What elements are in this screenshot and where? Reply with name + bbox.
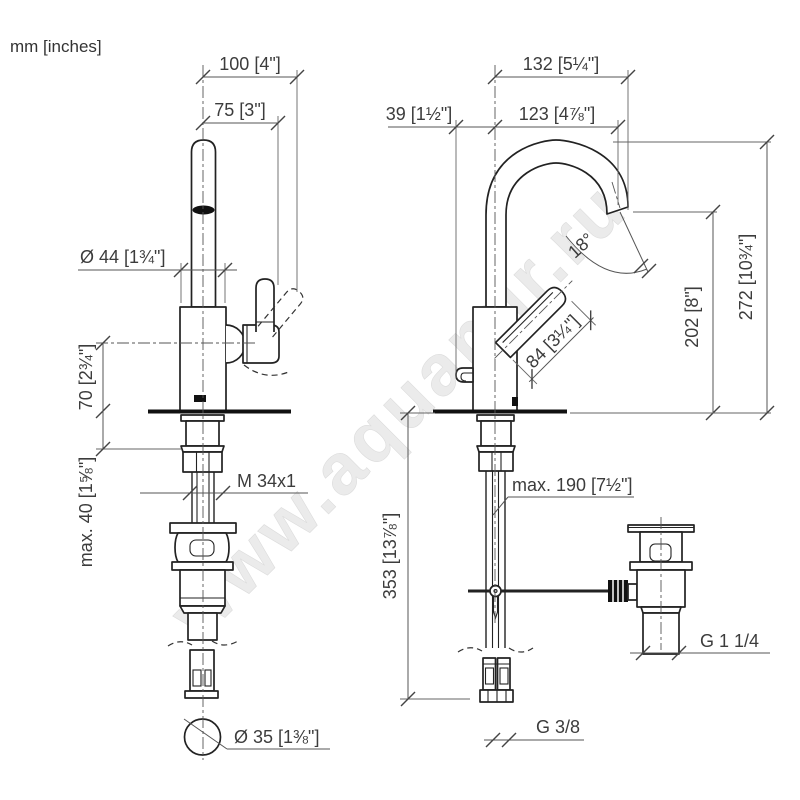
dim-label-reach-outlet: 123 [4⅞"] (519, 104, 595, 124)
dim-drain-thread: G 1 1/4 (630, 631, 770, 661)
front-faucet-body (179, 139, 304, 412)
side-drain-assembly (608, 517, 695, 655)
front-handle-knob (255, 278, 275, 332)
dim-label-drain-thread: G 1 1/4 (700, 631, 759, 651)
side-flare (476, 445, 516, 453)
front-below-deck (167, 414, 239, 756)
front-dimensions: 100 [4"] 75 [3"] Ø 44 [1¾"] 70 [2¾"] (76, 54, 330, 750)
front-threaded-tube (191, 472, 215, 523)
side-view: 84 [3¼"] (380, 54, 775, 748)
dim-height-total: 272 [10¾"] (570, 134, 775, 421)
front-view: 100 [4"] 75 [3"] Ø 44 [1¾"] 70 [2¾"] (76, 54, 330, 760)
dim-label-reach-total: 132 [5¼"] (523, 54, 599, 74)
dim-deck-thickness: max. 40 [1⅝"] (76, 411, 181, 567)
side-popup-knob (455, 367, 474, 383)
front-shank (185, 420, 220, 447)
dim-reach-total: 132 [5¼"] (487, 54, 636, 210)
dim-label-front-offset: 39 [1½"] (386, 104, 452, 124)
dim-label-shank-thread: M 34x1 (237, 471, 296, 491)
side-mounting-nut (478, 451, 514, 472)
dim-label-hole-diameter: Ø 35 [1⅜"] (234, 727, 319, 747)
dim-width-max: 100 [4"] (195, 54, 305, 292)
side-logo-mark (512, 397, 518, 406)
front-escutcheon (180, 414, 225, 422)
dim-width-handle: 75 [3"] (195, 100, 286, 285)
dim-front-offset: 39 [1½"] (386, 104, 464, 378)
dim-label-width-handle: 75 [3"] (214, 100, 265, 120)
dim-outlet-height: 202 [8"] (633, 204, 721, 421)
front-flare (180, 445, 225, 453)
front-logo-mark (194, 395, 206, 402)
front-mounting-nut (182, 451, 223, 473)
dim-supply-thread: G 3/8 (484, 717, 584, 748)
dim-label-body-diameter: Ø 44 [1¾"] (80, 247, 165, 267)
front-hole-circle (183, 718, 222, 756)
dim-shank-thread: M 34x1 (140, 471, 308, 501)
dim-spout-center-height: 70 [2¾"] (76, 335, 111, 419)
units-note: mm [inches] (10, 37, 102, 56)
front-popup-waste (167, 522, 239, 699)
front-aerator-mark (192, 205, 215, 215)
side-shank (480, 420, 512, 447)
dim-hole-diameter: Ø 35 [1⅜"] (183, 718, 330, 750)
dim-label-hose-length: max. 190 [7½"] (512, 475, 632, 495)
dim-label-below-deck-depth: 353 [13⅞"] (380, 513, 400, 599)
dim-body-diameter: Ø 44 [1¾"] (78, 247, 237, 303)
dim-label-height-total: 272 [10¾"] (736, 234, 756, 320)
dim-label-supply-thread: G 3/8 (536, 717, 580, 737)
dim-label-width-max: 100 [4"] (219, 54, 280, 74)
side-popup-rod (468, 584, 610, 620)
front-spout-column (190, 139, 217, 308)
side-below-deck (457, 414, 695, 703)
dim-reach-outlet: 123 [4⅞"] (388, 104, 626, 205)
dim-below-deck-depth: 353 [13⅞"] (380, 405, 470, 707)
dim-hose-length: max. 190 [7½"] (492, 475, 634, 516)
dim-label-deck-thickness: max. 40 [1⅝"] (76, 457, 96, 567)
side-dimensions: 132 [5¼"] 123 [4⅞"] 39 [1½"] 18° (380, 54, 775, 748)
side-escutcheon (476, 414, 515, 422)
dim-label-spout-center-height: 70 [2¾"] (76, 344, 96, 410)
front-handle-sweep-arc (243, 364, 292, 376)
dim-label-outlet-height: 202 [8"] (682, 286, 702, 347)
